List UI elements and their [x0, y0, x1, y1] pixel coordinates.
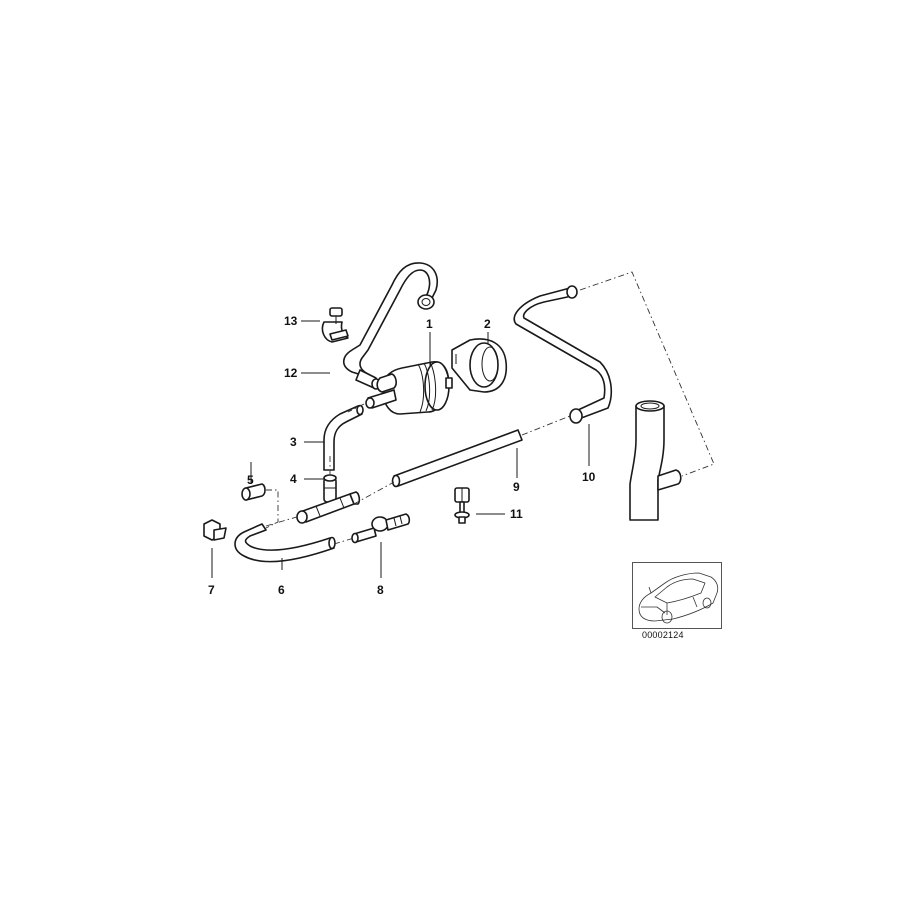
callout-11: 11 [510, 507, 523, 521]
reservoir-neck-icon [629, 400, 682, 521]
callout-2: 2 [484, 317, 491, 331]
elbow-hose-icon [323, 404, 364, 471]
t-connector-icon [296, 474, 361, 524]
callout-4: 4 [290, 472, 297, 486]
formed-hose-icon [513, 285, 613, 424]
callout-13: 13 [284, 314, 298, 328]
curved-hose-icon [234, 523, 336, 563]
callout-10: 10 [582, 470, 596, 484]
callout-9: 9 [513, 480, 520, 494]
hose-holder-clip-icon [454, 487, 470, 524]
hose-clip-icon [203, 519, 227, 541]
callout-1: 1 [426, 317, 433, 331]
pump-bracket-ring-icon [451, 338, 508, 393]
callout-7: 7 [208, 583, 215, 597]
assembly-lines [265, 271, 715, 545]
straight-hose-icon [391, 429, 523, 488]
vehicle-inset [632, 562, 722, 629]
callout-6: 6 [278, 583, 285, 597]
callout-5: 5 [247, 473, 254, 487]
hose-clamp-icon [321, 307, 349, 343]
hose-connector-icon [241, 483, 266, 501]
callout-3: 3 [290, 435, 297, 449]
suction-hose-icon [342, 262, 438, 390]
check-valve-icon [351, 513, 411, 544]
inset-caption: 00002124 [642, 630, 684, 640]
car-sedan-icon [638, 572, 719, 624]
washer-pump-icon [365, 361, 453, 415]
leader-lines [211, 320, 590, 578]
callout-8: 8 [377, 583, 384, 597]
callout-12: 12 [284, 366, 298, 380]
